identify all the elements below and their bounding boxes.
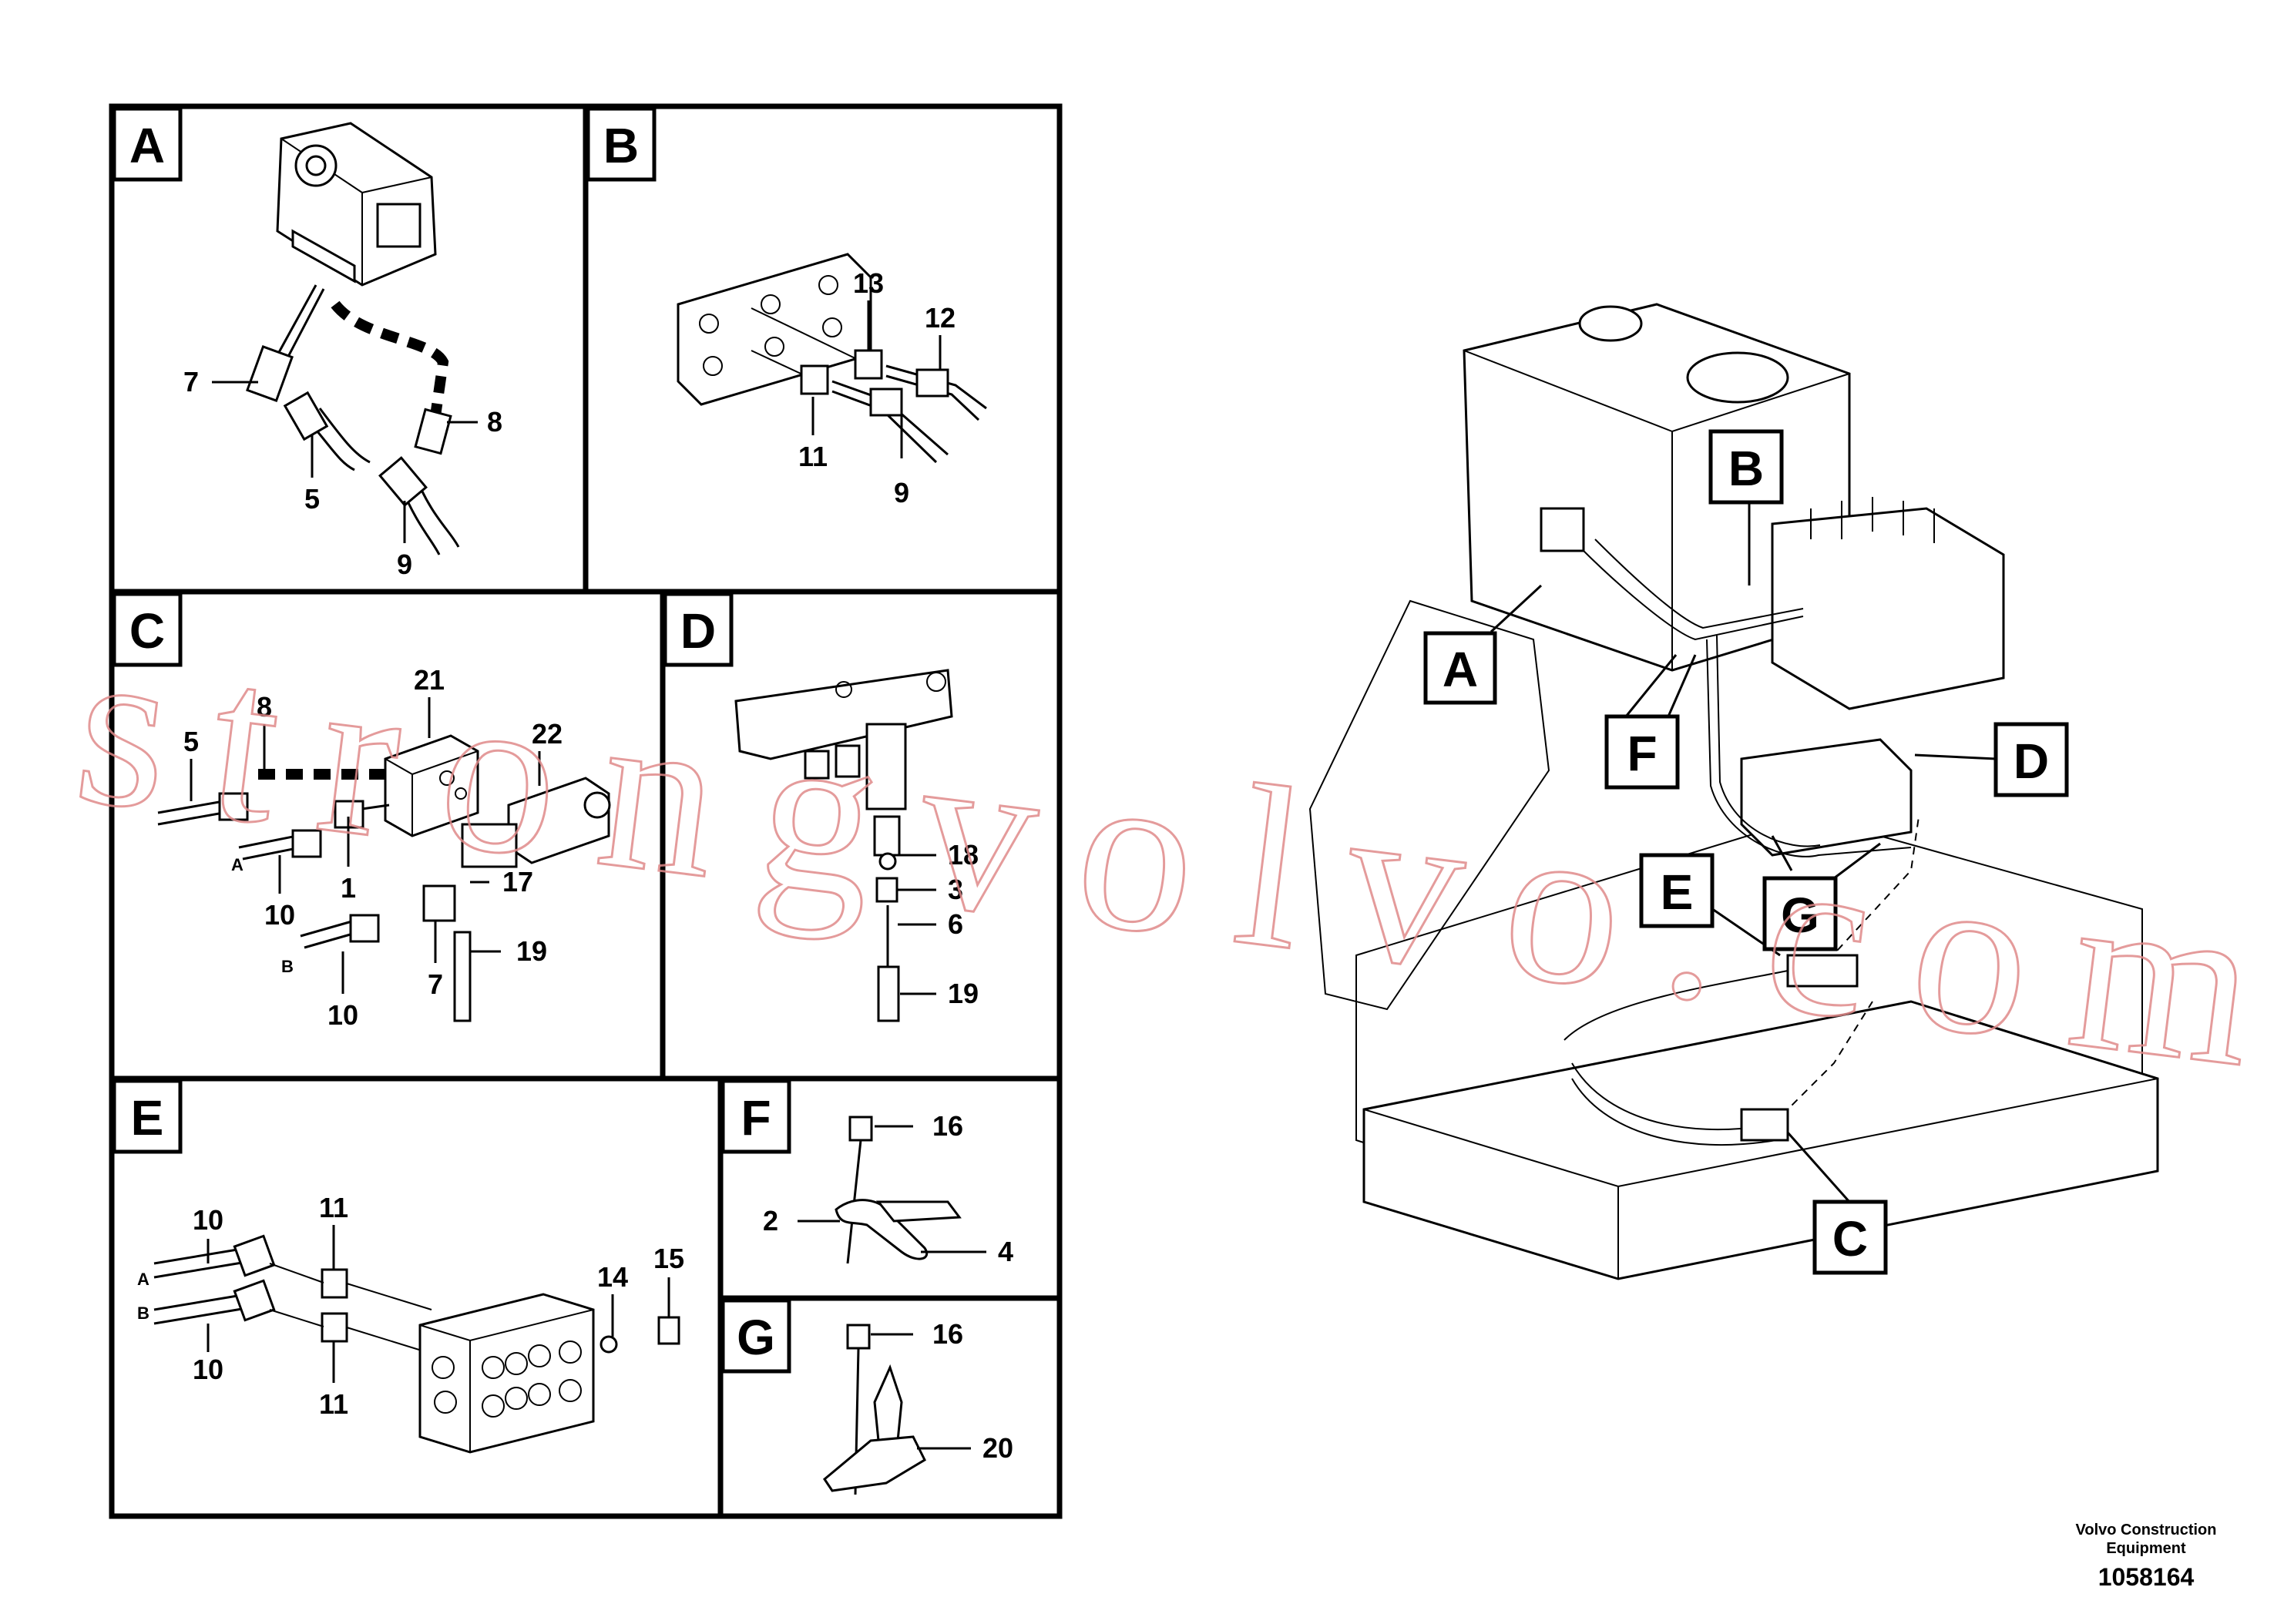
overview-tag-g: G (1781, 887, 1819, 943)
callout-c-10-lower: 10 (327, 999, 358, 1031)
port-label-e-a: A (137, 1270, 149, 1289)
panel-a-tag: A (129, 118, 165, 173)
panel-a: A 7 8 5 9 (109, 103, 589, 595)
callout-c-19: 19 (516, 935, 547, 967)
callout-b-11: 11 (798, 441, 828, 472)
callout-c-1: 1 (341, 872, 356, 904)
port-label-c-a: A (231, 855, 244, 874)
brand-line-2: Equipment (2106, 1540, 2186, 1557)
panel-b: B 13 12 11 9 (583, 103, 1063, 595)
overview-tag-f: F (1627, 726, 1657, 781)
callout-c-17: 17 (502, 866, 533, 898)
callout-a-9: 9 (397, 549, 412, 580)
callout-f-2: 2 (763, 1205, 778, 1236)
brand-line-1: Volvo Construction (2076, 1522, 2217, 1538)
callout-c-7: 7 (428, 968, 443, 1000)
manifold-block-drawing (384, 734, 479, 837)
overview-tag-d: D (2014, 733, 2049, 789)
callout-a-8: 8 (487, 406, 502, 438)
callout-c-5: 5 (183, 726, 199, 757)
panel-c: C 5 8 21 22 A (109, 589, 666, 1082)
callout-d-18: 18 (948, 839, 979, 871)
callout-e-14: 14 (597, 1261, 628, 1293)
panel-f: F 16 2 4 (717, 1075, 1063, 1301)
callout-a-5: 5 (304, 483, 320, 515)
callout-d-19: 19 (948, 978, 979, 1009)
callout-a-7: 7 (183, 366, 199, 398)
callout-b-12: 12 (925, 302, 956, 334)
callout-c-10-upper: 10 (264, 899, 295, 931)
overview-tag-e: E (1661, 864, 1694, 920)
panel-c-tag: C (129, 603, 165, 659)
callout-c-8: 8 (257, 691, 272, 723)
callout-f-4: 4 (998, 1236, 1013, 1267)
callout-b-13: 13 (853, 267, 884, 299)
panel-b-tag: B (603, 118, 639, 173)
callout-e-10-upper: 10 (193, 1204, 223, 1236)
callout-g-20: 20 (982, 1432, 1013, 1464)
document-number: 1058164 (2098, 1563, 2195, 1591)
panel-e: E 10 11 15 14 A B 10 11 (109, 1075, 724, 1519)
callout-e-10-lower: 10 (193, 1354, 223, 1385)
machine-overview-drawing: A B C D E F G (1308, 303, 2159, 1280)
valve-body-drawing (276, 122, 437, 287)
callout-g-16: 16 (932, 1318, 963, 1350)
callout-c-21: 21 (414, 664, 445, 696)
callout-f-16: 16 (932, 1110, 963, 1142)
overview-tag-a: A (1443, 642, 1478, 697)
panel-g: G 16 20 (717, 1295, 1063, 1519)
panel-e-tag: E (131, 1090, 164, 1146)
callout-e-11-upper: 11 (319, 1192, 348, 1223)
callout-e-11-lower: 11 (319, 1388, 348, 1420)
port-label-c-b: B (281, 957, 294, 976)
callout-c-22: 22 (532, 718, 563, 750)
port-label-e-b: B (137, 1304, 149, 1323)
control-valve-section-drawing (734, 669, 953, 810)
callout-d-3: 3 (948, 874, 963, 905)
overview-tag-c: C (1832, 1211, 1868, 1267)
panel-g-tag: G (737, 1310, 775, 1365)
overview-tag-b: B (1728, 441, 1764, 496)
callout-b-9: 9 (894, 477, 909, 508)
panel-f-tag: F (741, 1090, 771, 1146)
panel-d: D 18 3 6 19 (660, 589, 1063, 1082)
callout-e-15: 15 (653, 1243, 684, 1274)
callout-d-6: 6 (948, 908, 963, 940)
panel-d-tag: D (680, 603, 716, 659)
distribution-block-drawing (418, 1293, 595, 1454)
elbow-fitting-7 (246, 345, 294, 402)
solenoid-valve-drawing (461, 777, 611, 868)
